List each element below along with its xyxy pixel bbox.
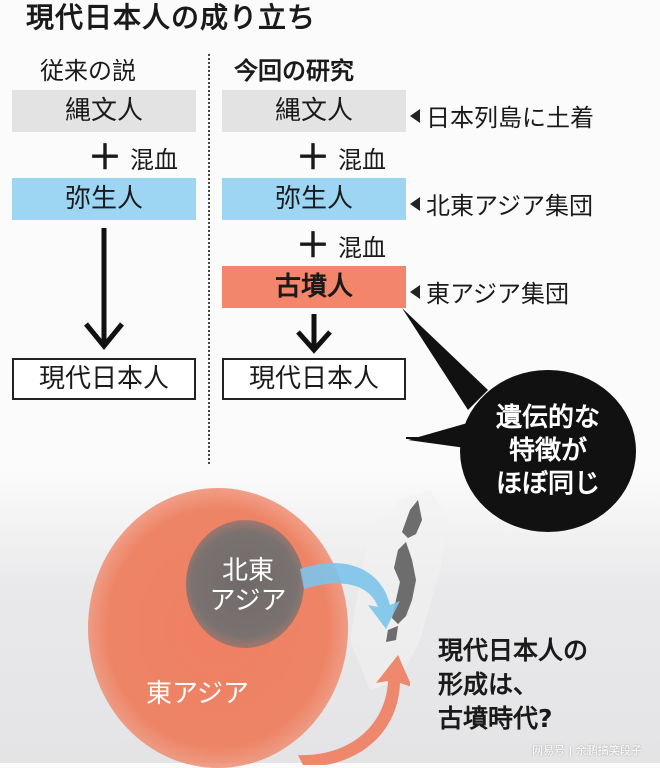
right-modern-japanese-label: 現代日本人: [248, 364, 379, 394]
plus-icon: ＋: [296, 225, 330, 266]
right-yayoi-box: 弥生人: [222, 178, 406, 220]
right-mix-2: ＋ 混血: [296, 228, 386, 263]
note-native-label: 日本列島に土着: [426, 104, 594, 132]
left-mix: ＋ 混血: [88, 140, 178, 175]
page-title: 現代日本人の成り立ち: [26, 1, 317, 34]
right-modern-japanese-box: 現代日本人: [222, 358, 406, 400]
left-modern-japanese-box: 現代日本人: [12, 358, 196, 400]
right-mix-2-label: 混血: [338, 234, 386, 262]
right-down-arrow-icon: [296, 314, 332, 354]
note-east-asia-label: 東アジア集団: [426, 280, 570, 308]
plus-icon: ＋: [88, 137, 122, 178]
migration-arrows-icon: [298, 563, 410, 765]
left-yayoi-box: 弥生人: [12, 178, 196, 220]
new-research-heading: 今回の研究: [234, 57, 354, 85]
left-yayoi-label: 弥生人: [64, 184, 143, 214]
pointer-triangle-icon: [410, 108, 420, 123]
east-asia-label: 東アジア: [146, 679, 249, 709]
callout-bubble: 遺伝的な 特徴が ほぼ同じ: [460, 370, 636, 532]
right-yayoi-label: 弥生人: [274, 184, 353, 214]
right-mix-1-label: 混血: [338, 146, 386, 174]
right-jomon-box: 縄文人: [222, 90, 406, 132]
right-kofun-label: 古墳人: [274, 272, 353, 302]
question-text: 現代日本人の 形成は、 古墳時代?: [438, 636, 589, 733]
left-mix-label: 混血: [130, 146, 178, 174]
note-northeast-asia: 北東アジア集団: [410, 186, 593, 221]
right-kofun-box: 古墳人: [222, 266, 406, 308]
left-jomon-label: 縄文人: [64, 96, 143, 126]
note-northeast-asia-label: 北東アジア集団: [426, 192, 594, 220]
note-native: 日本列島に土着: [410, 98, 594, 133]
left-jomon-box: 縄文人: [12, 90, 196, 132]
plus-icon: ＋: [296, 137, 330, 178]
pointer-triangle-icon: [410, 284, 420, 299]
watermark-credit: 网易号 | 余鹏搞笑段子: [532, 744, 642, 757]
conventional-theory-heading: 従来の説: [40, 57, 136, 85]
pointer-triangle-icon: [410, 196, 420, 211]
left-down-arrow-icon: [84, 228, 124, 350]
northeast-asia-region: [186, 520, 304, 648]
right-jomon-label: 縄文人: [274, 96, 353, 126]
left-modern-japanese-label: 現代日本人: [38, 364, 169, 394]
northeast-asia-label: 北東アジア: [209, 556, 287, 616]
note-east-asia: 東アジア集団: [410, 274, 569, 309]
column-divider: [208, 54, 210, 464]
right-mix-1: ＋ 混血: [296, 140, 386, 175]
